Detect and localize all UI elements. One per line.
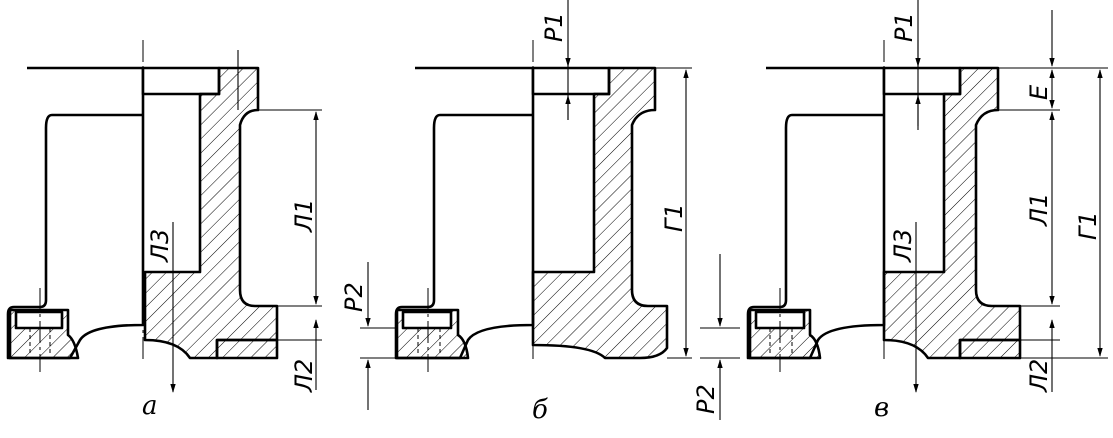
section-c [882,66,1022,360]
part-exterior-a [6,66,145,360]
bolt-thread-b [417,328,441,356]
label-l2-a: Л2 [290,359,318,393]
label-l3-c: Л3 [889,229,917,263]
section-b [531,66,669,360]
top-lip-c [882,66,962,96]
label-p2-left-b: P2 [340,282,368,312]
label-p2-bottom-b: P2 [692,384,720,414]
caption-c: в [874,393,889,423]
label-l3-a: Л3 [146,229,174,263]
top-lip-a [141,66,221,96]
figure-a: Л3 Л1 Л2 а [6,40,322,421]
label-l1-a: Л1 [290,199,318,233]
bottom-lug-c [958,338,1022,360]
label-p1-b: P1 [540,12,568,42]
label-g1-c: Г1 [1074,211,1102,240]
label-p1-c: P1 [890,12,918,42]
label-e-c: E [1025,84,1053,100]
bolt-thread-a [29,328,51,356]
label-l2-c: Л2 [1025,359,1053,393]
label-l1-c: Л1 [1025,193,1053,227]
label-g1-b: Г1 [660,203,688,232]
caption-b: б [532,395,548,425]
figure-c: P1 Л3 E Л1 Л2 Г1 в [746,0,1108,423]
top-lip-b [531,66,611,96]
bolt-thread-c [769,328,793,356]
bolt-hole-a [14,310,64,330]
caption-a: а [142,391,158,421]
bottom-lug-a [215,338,279,360]
part-exterior-b [394,66,535,360]
part-exterior-c [746,66,886,360]
figure-b: P1 Г1 P2 P2 б [340,0,740,425]
bolt-hole-b [401,310,453,330]
section-a [143,66,279,360]
